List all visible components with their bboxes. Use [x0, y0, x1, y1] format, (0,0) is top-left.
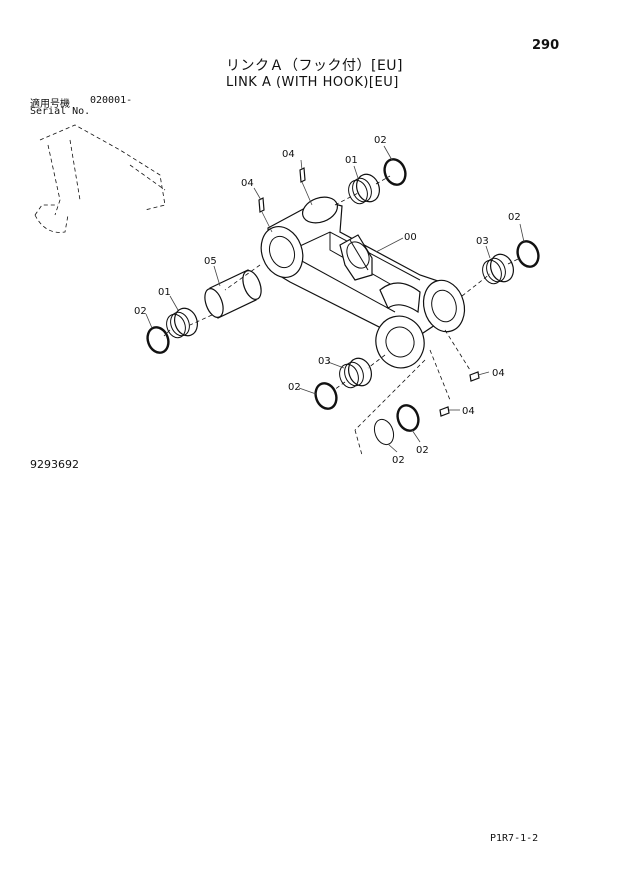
serial-label-english: Serial No.: [30, 106, 91, 117]
callout-03-right: 03: [476, 236, 489, 247]
link-body-part: [260, 196, 466, 369]
seal-ring-part-lower: [314, 382, 338, 410]
seal-ring-part-bottom-a: [373, 418, 395, 446]
seal-ring-part-right: [516, 240, 540, 268]
callout-02-left: 02: [134, 306, 147, 317]
callout-03-lower: 03: [318, 356, 331, 367]
callout-02-top: 02: [374, 135, 387, 146]
callout-01-top: 01: [345, 155, 358, 166]
bushing-part-top: [348, 173, 380, 205]
callout-04-lower: 04: [462, 406, 475, 417]
callout-04-top: 04: [282, 149, 295, 160]
callout-05: 05: [204, 256, 217, 267]
seal-ring-part-left: [146, 326, 170, 354]
leader-lines: [145, 145, 525, 456]
seal-ring-part-bottom-b: [396, 404, 420, 432]
page-title-english: LINK A (WITH HOOK)[EU]: [226, 75, 399, 90]
pin-part: [204, 269, 262, 319]
callout-02-right: 02: [508, 212, 521, 223]
serial-label-japanese: 適用号機: [30, 99, 70, 110]
callout-00: 00: [404, 232, 417, 243]
page-number: 290: [532, 38, 560, 53]
callout-02-bottom-a: 02: [392, 455, 405, 466]
callout-02-lower: 02: [288, 382, 301, 393]
seal-ring-part-top: [383, 158, 407, 186]
callout-02-bottom-b: 02: [416, 445, 429, 456]
page-title-japanese: リンクＡ（フック付）[EU]: [226, 58, 404, 74]
serial-number-value: 020001-: [90, 95, 133, 106]
callout-01-left: 01: [158, 287, 171, 298]
bushing-part-right: [482, 253, 514, 285]
bushing-part-left: [166, 307, 198, 339]
diagram-part-id: 9293692: [30, 458, 79, 471]
callout-04-left: 04: [241, 178, 254, 189]
page-code: P1R7-1-2: [490, 833, 539, 844]
callout-04-right: 04: [492, 368, 505, 379]
grease-fitting-part: [258, 167, 480, 417]
bushing-part-lower: [339, 357, 372, 389]
excavator-thumbnail-icon: [34, 124, 166, 233]
